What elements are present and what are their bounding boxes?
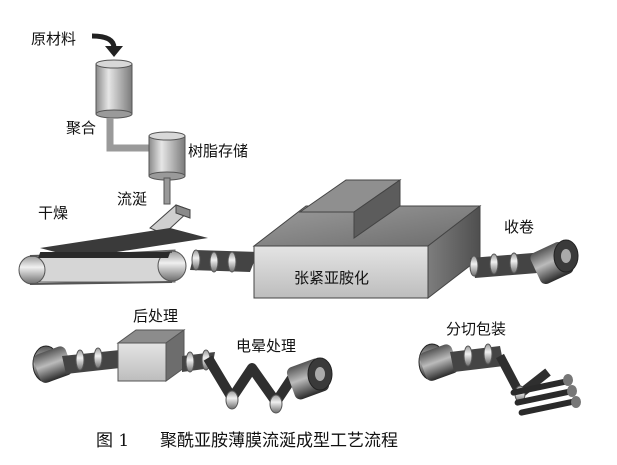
corona-treatment-unit [203, 355, 333, 414]
label-raw-material: 原材料 [31, 30, 76, 48]
raw-material-arrow-icon [91, 33, 123, 57]
guide-rollers-right [469, 252, 550, 278]
caption-title: 聚酰亚胺薄膜流涎成型工艺流程 [160, 431, 398, 451]
resin-storage-tank [148, 131, 186, 205]
label-resin-storage: 树脂存储 [188, 142, 248, 160]
drying-belt [18, 228, 208, 285]
label-drying: 干燥 [38, 204, 68, 222]
slitting-packaging-unit [418, 343, 581, 416]
caption-figure-number: 图 1 [96, 431, 129, 451]
label-casting: 流涎 [117, 190, 147, 208]
polymerization-tank [95, 59, 133, 119]
guide-rollers-left [190, 249, 258, 273]
transfer-pipe [106, 118, 154, 152]
post-treatment-line [32, 329, 215, 383]
label-tentering: 张紧亚胺化 [294, 269, 369, 287]
casting-die [149, 204, 191, 235]
label-slitting: 分切包装 [446, 320, 506, 338]
label-polymerization: 聚合 [66, 119, 96, 137]
label-winding: 收卷 [504, 218, 534, 236]
label-corona: 电晕处理 [236, 337, 296, 355]
label-post-treatment: 后处理 [133, 307, 178, 325]
tenter-oven [252, 179, 482, 300]
winding-roll [530, 239, 579, 285]
